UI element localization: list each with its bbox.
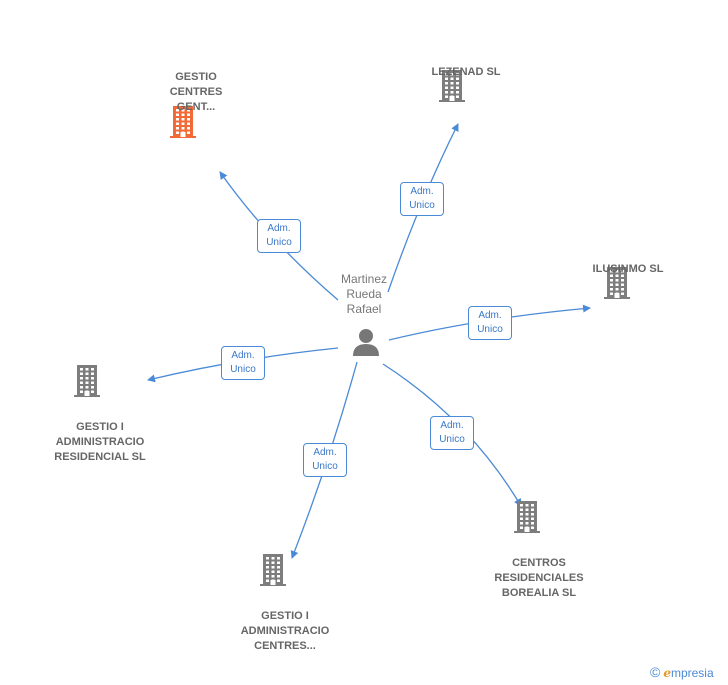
node-label-line: GESTIO I — [261, 610, 309, 622]
node-label-lezenad-sl[interactable]: LEZENAD SL — [406, 65, 526, 80]
person-name-line-2: Rueda — [346, 287, 382, 301]
building-icon[interactable] — [437, 69, 467, 103]
building-icon[interactable] — [602, 266, 632, 300]
person-icon[interactable] — [351, 327, 381, 357]
person-name[interactable]: Martinez Rueda Rafael — [322, 272, 406, 317]
node-label-line: GESTIO — [175, 71, 217, 83]
edge-badge-gestio-i-administracio-residencial-sl[interactable]: Adm. Unico — [221, 346, 265, 380]
node-label-line: LEZENAD SL — [431, 66, 501, 78]
edge-badge-line-2: Unico — [439, 434, 465, 445]
node-label-line: ADMINISTRACIO — [240, 625, 330, 637]
node-label-ilusinmo-sl[interactable]: ILUSINMO SL — [578, 262, 678, 277]
edge-badge-line-1: Adm. — [231, 350, 255, 361]
building-icon[interactable] — [258, 553, 288, 587]
edge-badge-line-1: Adm. — [478, 310, 502, 321]
person-name-line-1: Martinez — [340, 272, 387, 286]
person-name-line-3: Rafael — [346, 302, 382, 316]
edge-badge-line-2: Unico — [266, 237, 292, 248]
node-label-line: GESTIO I — [76, 421, 124, 433]
edge-badge-line-2: Unico — [477, 324, 503, 335]
edge-badge-ilusinmo-sl[interactable]: Adm. Unico — [468, 306, 512, 340]
node-label-centros-residenciales-borealia-sl[interactable]: CENTROS RESIDENCIALES BOREALIA SL — [479, 556, 599, 601]
node-label-line: GENT... — [176, 101, 216, 113]
building-icon[interactable] — [168, 105, 198, 139]
building-icon[interactable] — [72, 364, 102, 398]
brand-logo-text: mpresia — [670, 666, 714, 680]
building-icon[interactable] — [512, 500, 542, 534]
node-label-line: RESIDENCIAL SL — [54, 451, 146, 463]
edge-badge-line-1: Adm. — [267, 223, 291, 234]
edge-badge-line-2: Unico — [409, 200, 435, 211]
node-label-line: CENTRES... — [254, 640, 316, 652]
node-label-line: CENTRES — [169, 86, 223, 98]
copyright-symbol: © — [650, 664, 661, 680]
node-label-line: BOREALIA SL — [501, 587, 577, 599]
edge-badge-line-1: Adm. — [440, 420, 464, 431]
edge-badge-line-2: Unico — [230, 364, 256, 375]
edge-badge-line-2: Unico — [312, 461, 338, 472]
node-label-gestio-i-administracio-centres[interactable]: GESTIO I ADMINISTRACIO CENTRES... — [225, 609, 345, 654]
edge-badge-gestio-i-administracio-centres[interactable]: Adm. Unico — [303, 443, 347, 477]
node-label-line: RESIDENCIALES — [494, 572, 584, 584]
edge-badge-lezenad-sl[interactable]: Adm. Unico — [400, 182, 444, 216]
edge-badge-centros-residenciales-borealia-sl[interactable]: Adm. Unico — [430, 416, 474, 450]
edge-badge-line-1: Adm. — [313, 447, 337, 458]
node-label-line: ADMINISTRACIO — [55, 436, 145, 448]
node-label-gestio-i-administracio-residencial-sl[interactable]: GESTIO I ADMINISTRACIO RESIDENCIAL SL — [40, 420, 160, 465]
node-label-line: ILUSINMO SL — [592, 263, 664, 275]
node-label-line: CENTROS — [512, 557, 566, 569]
edge-badge-line-1: Adm. — [410, 186, 434, 197]
brand-logo-initial: e — [663, 666, 671, 680]
edge-badge-gestio-centres-gent[interactable]: Adm. Unico — [257, 219, 301, 253]
brand-logo[interactable]: ©empresia — [650, 664, 714, 680]
node-label-gestio-centres-gent[interactable]: GESTIO CENTRES GENT... — [146, 70, 246, 115]
